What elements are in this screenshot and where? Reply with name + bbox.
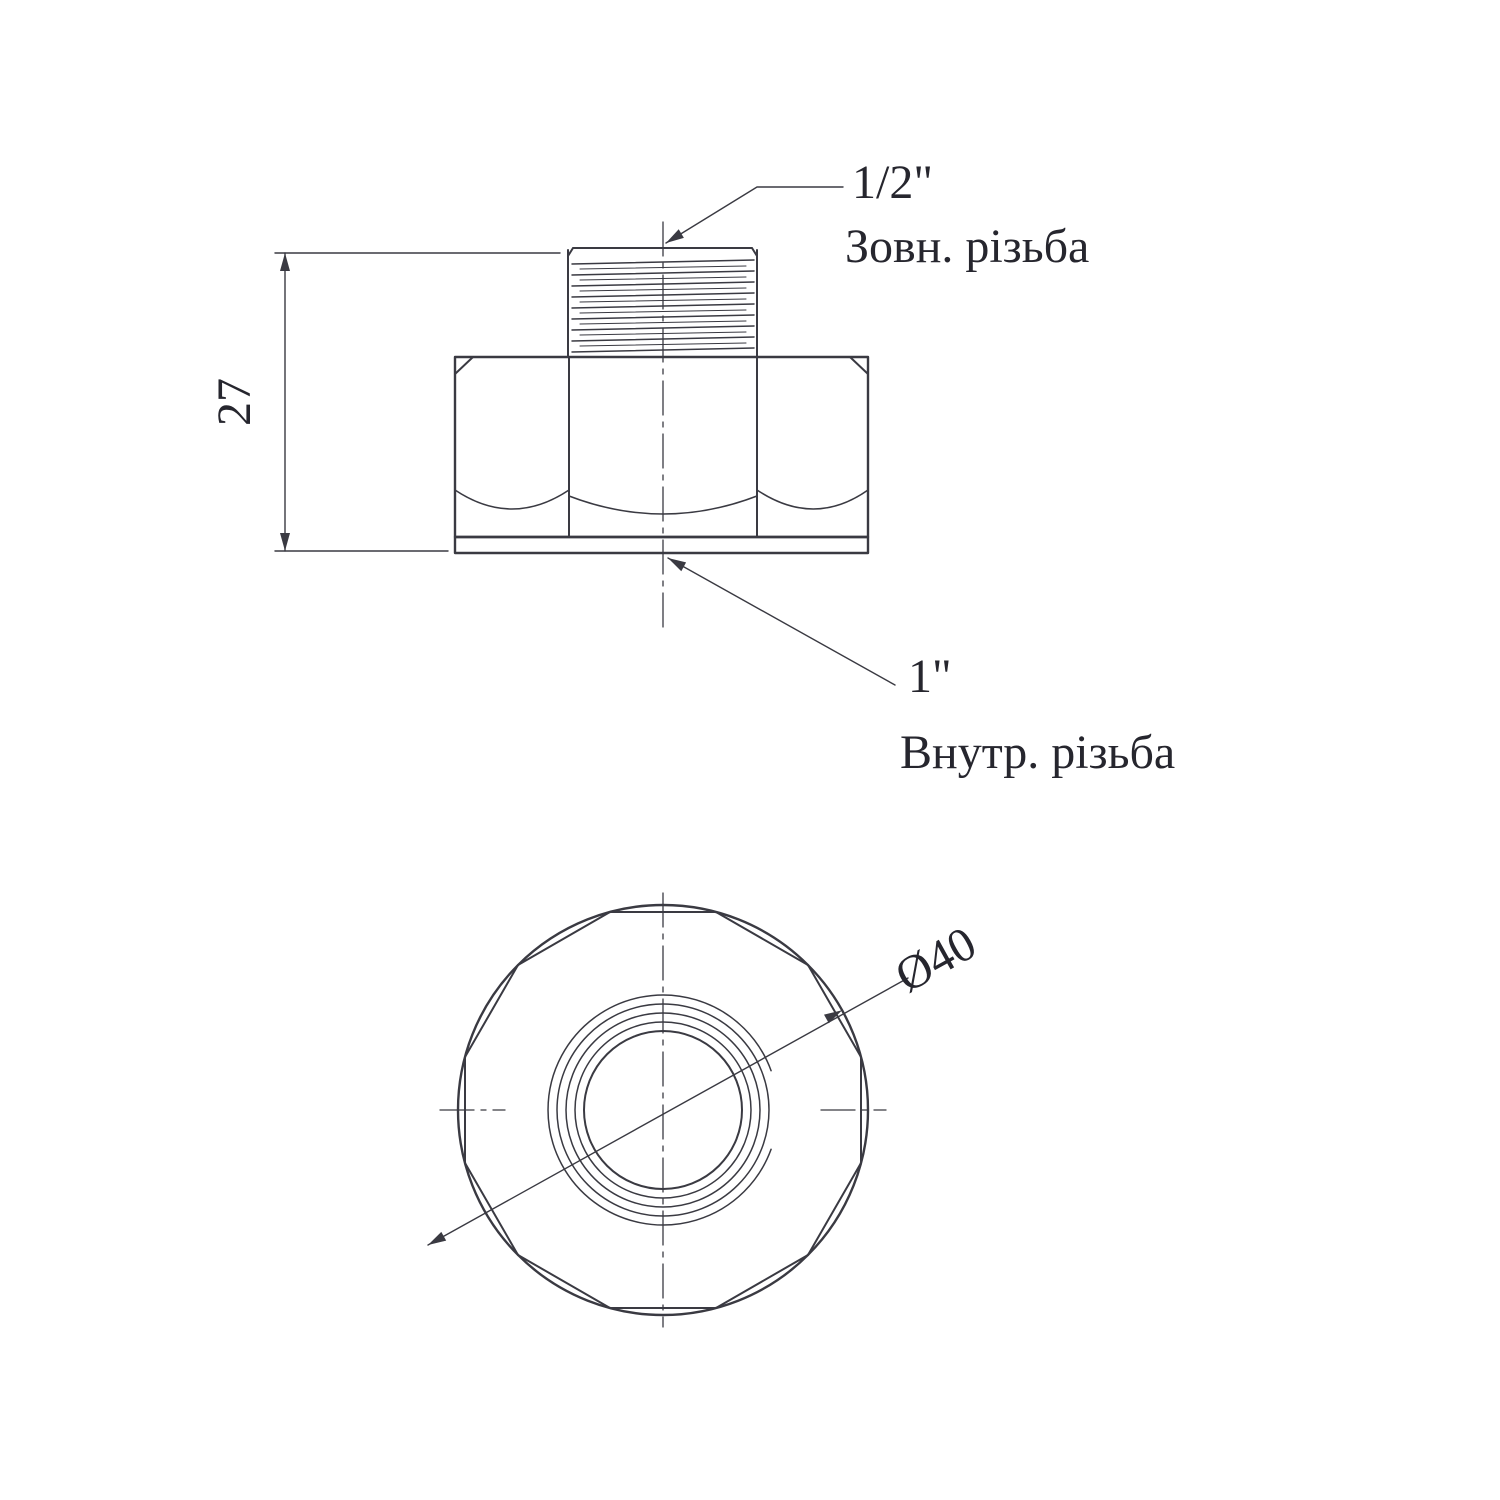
diameter-dimension-label: Ø40 (887, 917, 985, 1003)
female-thread-leader-arrow (668, 558, 687, 572)
male-thread-type-label: Зовн. різьба (845, 220, 1089, 273)
drawing-root: 27 1/2" Зовн. різьба 1" Внутр. різьба (208, 156, 1175, 1328)
diameter-dimension-line (427, 977, 909, 1246)
bottom-flange-band (453, 535, 870, 555)
height-arrow-top (280, 253, 290, 271)
female-thread-leader: 1" Внутр. різьба (667, 557, 1175, 779)
female-thread-type-label: Внутр. різьба (900, 726, 1175, 779)
female-thread-leader-line (667, 557, 896, 686)
top-view (439, 892, 887, 1328)
male-thread-leader-line (665, 186, 844, 244)
male-thread-leader-arrow (666, 229, 684, 243)
female-thread-size-label: 1" (908, 650, 952, 703)
hex-facet-arcs (454, 489, 869, 515)
diameter-arrow-lower-left (428, 1231, 447, 1245)
height-extension-lines (274, 252, 561, 552)
height-arrow-bottom (280, 533, 290, 551)
male-thread-size-label: 1/2" (852, 156, 933, 209)
hex-body-outline (453, 355, 870, 539)
male-thread-leader: 1/2" Зовн. різьба (665, 156, 1089, 273)
hex-facet-edges (568, 356, 758, 538)
side-view (453, 221, 870, 633)
hex-body (453, 355, 870, 555)
height-dimension-label: 27 (208, 378, 261, 426)
height-dimension: 27 (208, 252, 561, 552)
hex-top-chamfers (454, 356, 869, 375)
diameter-dimension: Ø40 (427, 917, 985, 1246)
diameter-arrow-upper-right (824, 1010, 843, 1024)
hex-flats-polygon (464, 911, 862, 1309)
thread-major-arc (547, 994, 772, 1226)
